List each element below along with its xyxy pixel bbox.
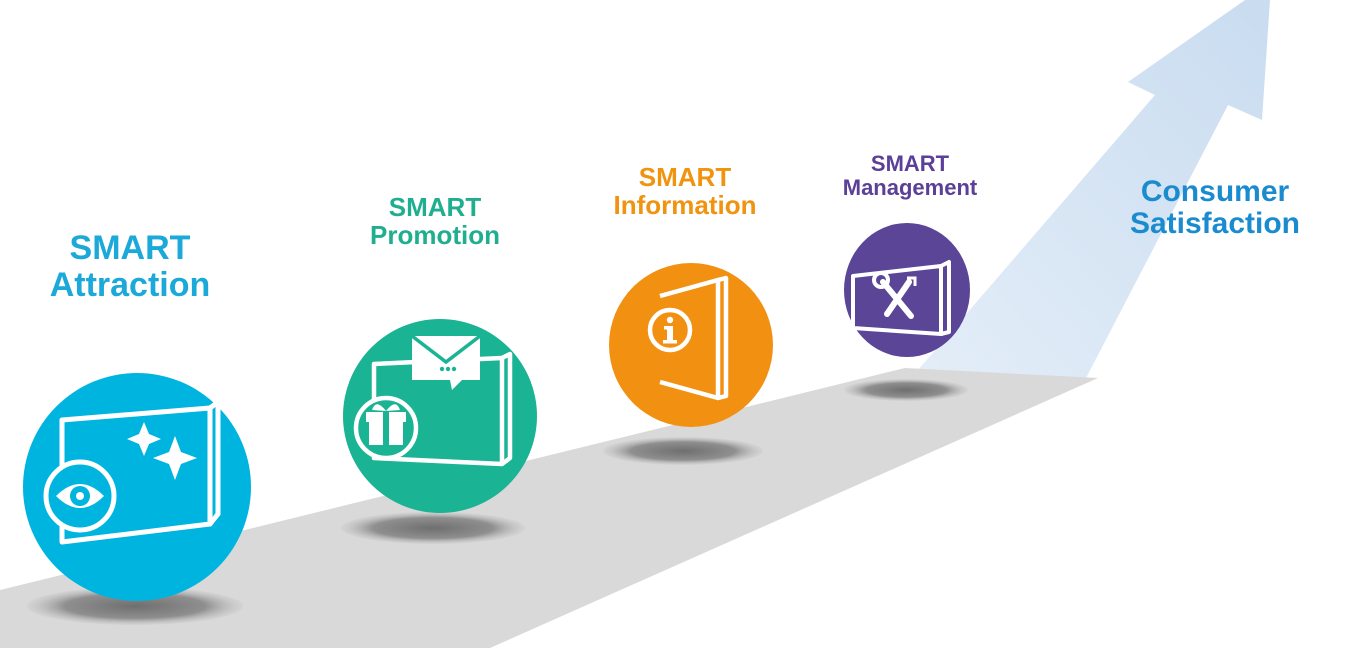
- door-info-icon: [609, 263, 773, 427]
- display-eye-sparkle-icon: [23, 373, 251, 601]
- step-label-line1: SMART: [638, 162, 732, 192]
- goal-label-line2: Satisfaction: [1129, 207, 1301, 241]
- step-label-line1: SMART: [69, 229, 191, 267]
- step-label-line1: SMART: [388, 192, 482, 222]
- step-label-line2: Attraction: [49, 265, 211, 304]
- goal-label-line1: Consumer: [1140, 175, 1290, 208]
- goal-label: Consumer Satisfaction: [1100, 175, 1330, 241]
- step-label-information: SMART Information: [585, 163, 785, 219]
- step-label-line2: Promotion: [370, 220, 500, 251]
- node-shadow: [27, 587, 243, 625]
- step-label-line2: Management: [842, 174, 978, 200]
- node-shadow: [844, 379, 968, 401]
- display-tools-icon: [844, 223, 970, 357]
- step-label-management: SMART Management: [800, 152, 1020, 200]
- node-shadow: [341, 512, 525, 544]
- display-envelope-gift-icon: [343, 319, 537, 513]
- growth-arrow: [905, 0, 1270, 385]
- step-label-line1: SMART: [870, 151, 950, 176]
- node-shadow: [603, 437, 763, 465]
- step-label-promotion: SMART Promotion: [335, 193, 535, 249]
- step-label-line2: Information: [613, 190, 757, 221]
- step-label-attraction: SMART Attraction: [20, 230, 240, 303]
- road-path: [0, 368, 1098, 648]
